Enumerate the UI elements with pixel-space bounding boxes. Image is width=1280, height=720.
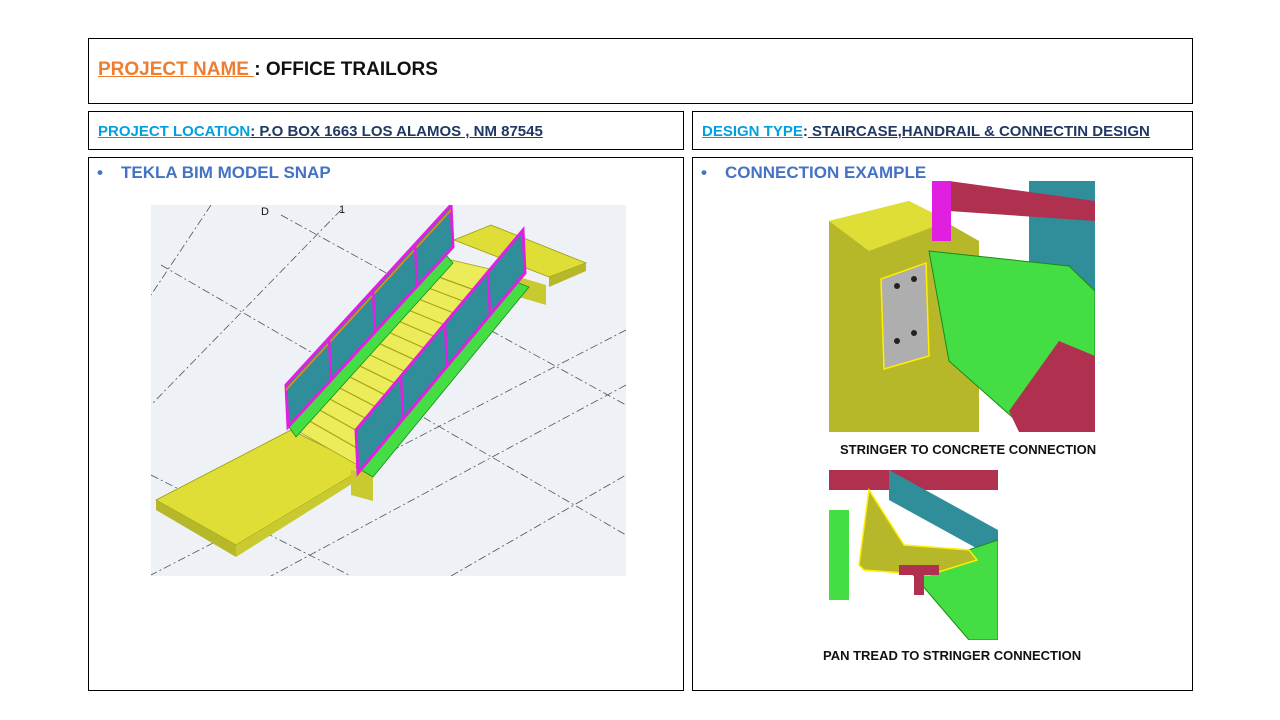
stringer-to-concrete-image — [829, 181, 1095, 432]
bim-model-heading: • TEKLA BIM MODEL SNAP — [97, 163, 331, 183]
grid-label-d: D — [261, 206, 269, 218]
project-location-label: PROJECT LOCATION — [98, 123, 251, 140]
bim-model-heading-text: TEKLA BIM MODEL SNAP — [121, 163, 331, 182]
right-guard-panel — [354, 226, 527, 477]
connection-example-heading: • CONNECTION EXAMPLE — [701, 163, 926, 183]
connection-example-panel: • CONNECTION EXAMPLE STRINGER TO CONCRETE… — [692, 157, 1193, 691]
project-name-label: PROJECT NAME — [98, 59, 255, 80]
design-type-value: STAIRCASE,HANDRAIL & CONNECTIN DESIGN — [807, 123, 1150, 140]
bim-model-panel: • TEKLA BIM MODEL SNAP D 1 — [88, 157, 684, 691]
design-type-label: DESIGN TYPE — [702, 123, 803, 140]
project-location-line: PROJECT LOCATION: P.O BOX 1663 LOS ALAMO… — [98, 123, 543, 140]
caption-stringer-to-concrete: STRINGER TO CONCRETE CONNECTION — [840, 442, 1097, 457]
pan-tread-to-stringer-image — [829, 470, 998, 640]
design-type-colon: : — [802, 123, 808, 140]
bullet-icon: • — [97, 163, 103, 182]
project-name-line: PROJECT NAME : OFFICE TRAILORS — [98, 59, 438, 81]
project-name-box: PROJECT NAME : OFFICE TRAILORS — [88, 38, 1193, 104]
project-name-value: : OFFICE TRAILORS — [254, 59, 438, 80]
project-location-box: PROJECT LOCATION: P.O BOX 1663 LOS ALAMO… — [88, 111, 684, 150]
connection-example-heading-text: CONNECTION EXAMPLE — [725, 163, 927, 182]
design-type-box: DESIGN TYPE: STAIRCASE,HANDRAIL & CONNEC… — [692, 111, 1193, 150]
design-type-line: DESIGN TYPE: STAIRCASE,HANDRAIL & CONNEC… — [702, 123, 1150, 140]
project-location-value: : P.O BOX 1663 LOS ALAMOS , NM 87545 — [250, 123, 543, 140]
tekla-bim-model-image: D 1 — [151, 205, 626, 576]
left-guard-panel — [284, 205, 455, 431]
bullet-icon: • — [701, 163, 707, 182]
grid-label-1: 1 — [339, 205, 345, 216]
caption-pan-tread-to-stringer: PAN TREAD TO STRINGER CONNECTION — [823, 648, 1082, 663]
